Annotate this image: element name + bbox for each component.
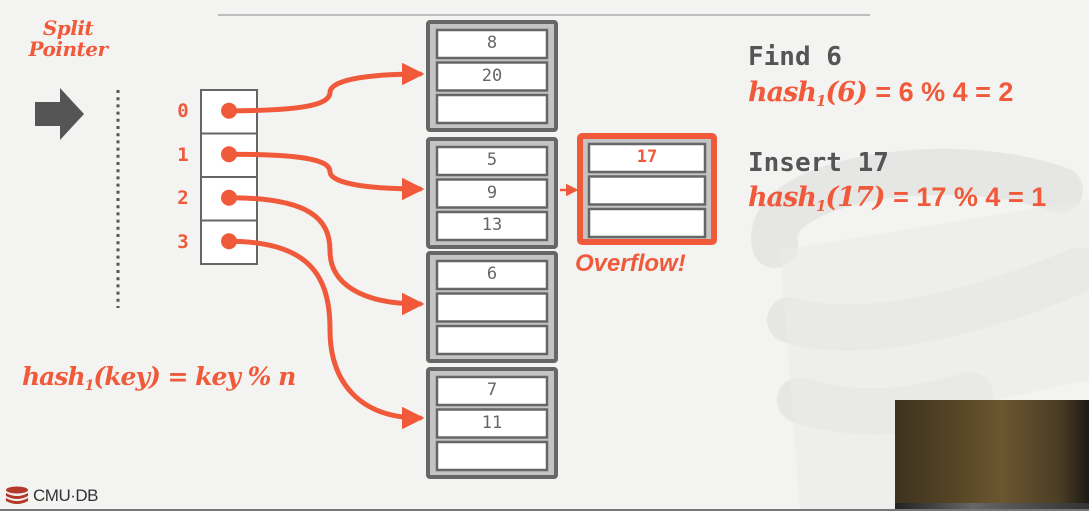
directory-pointer-arrow	[226, 62, 425, 114]
bucket-slot	[435, 61, 549, 92]
overflow-bucket-slot	[587, 175, 707, 206]
bucket-2	[426, 251, 558, 363]
directory-pointers	[221, 62, 425, 430]
bucket-slot	[435, 408, 549, 439]
bucket-1	[426, 137, 558, 249]
bucket-slot	[435, 375, 549, 407]
pointer-dot	[221, 146, 237, 163]
bucket-slot-value: 13	[481, 215, 503, 235]
operation-formula-insert: hash1(17) = 17 % 4 = 1	[748, 182, 1046, 215]
pointer-dot	[221, 189, 237, 206]
bucket-slot	[435, 145, 549, 177]
overflow-bucket-slot	[587, 142, 707, 174]
bottom-rule	[0, 509, 1089, 511]
bucket-slot-value: 5	[486, 150, 498, 170]
footer-text: CMU·DB	[33, 486, 99, 505]
bucket-slot	[435, 259, 549, 291]
split-pointer-label-line-1: Split	[42, 16, 94, 40]
operation-formula-find: hash1(6) = 6 % 4 = 2	[748, 77, 1013, 110]
formula-subscript: 1	[815, 197, 826, 215]
bucket-slot	[435, 210, 549, 242]
directory-index-label: 3	[177, 230, 189, 253]
bucket-slot-value: 6	[486, 264, 498, 284]
bucket-slot	[435, 93, 549, 125]
bucket-0	[426, 20, 558, 132]
hash-def-fn: hash	[22, 362, 86, 391]
bucket-3	[426, 367, 558, 479]
directory-pointer-arrow	[226, 195, 425, 316]
overflow-bucket	[560, 133, 717, 245]
bucket-slot-value: 7	[486, 380, 498, 400]
bucket-slot	[435, 324, 549, 356]
bucket-slot	[435, 28, 549, 60]
hash-def-rest: (key) = key % n	[93, 362, 296, 391]
video-floor	[895, 503, 1089, 511]
presenter-video-overlay	[895, 400, 1089, 511]
cmu-db-logo-icon	[6, 486, 28, 504]
footer-logo: CMU·DB	[4, 486, 99, 506]
directory-index-label: 0	[177, 100, 189, 122]
directory-index-label: 2	[177, 187, 189, 209]
bucket-slot-value: 11	[481, 412, 503, 433]
formula-fn: hash	[748, 77, 817, 108]
bucket-slot-value: 9	[486, 182, 498, 203]
formula-result: = 6 % 4 = 2	[875, 77, 1014, 107]
operation-title-find: Find 6	[748, 42, 842, 72]
overflow-label: Overflow!	[575, 250, 686, 277]
operation-title-insert: Insert 17	[748, 148, 889, 178]
bucket-slot	[435, 178, 549, 209]
pointer-dot	[221, 102, 237, 119]
formula-arg: (17)	[825, 182, 885, 213]
split-pointer-label: Split Pointer	[12, 18, 124, 60]
bucket-slot	[435, 292, 549, 323]
bucket-slot	[435, 440, 549, 472]
overflow-bucket-slot	[587, 207, 707, 239]
formula-fn: hash	[748, 182, 817, 213]
directory-pointer-arrow	[226, 151, 425, 201]
bucket-slot-value: 8	[486, 33, 498, 53]
bucket-slot-value: 20	[481, 65, 503, 86]
directory-index-label: 1	[177, 143, 189, 166]
formula-arg: (6)	[825, 77, 867, 108]
split-pointer-arrow-icon	[35, 88, 84, 140]
buckets	[426, 20, 558, 479]
directory-pointer-arrow	[226, 238, 425, 430]
hash-function-definition: hash1(key) = key % n	[22, 362, 296, 394]
pointer-dot	[221, 233, 237, 250]
hash-def-subscript: 1	[84, 378, 95, 394]
formula-subscript: 1	[815, 92, 826, 110]
overflow-bucket-slot-value: 17	[636, 147, 658, 167]
formula-result: = 17 % 4 = 1	[893, 182, 1047, 212]
split-pointer-label-line-2: Pointer	[28, 37, 108, 61]
